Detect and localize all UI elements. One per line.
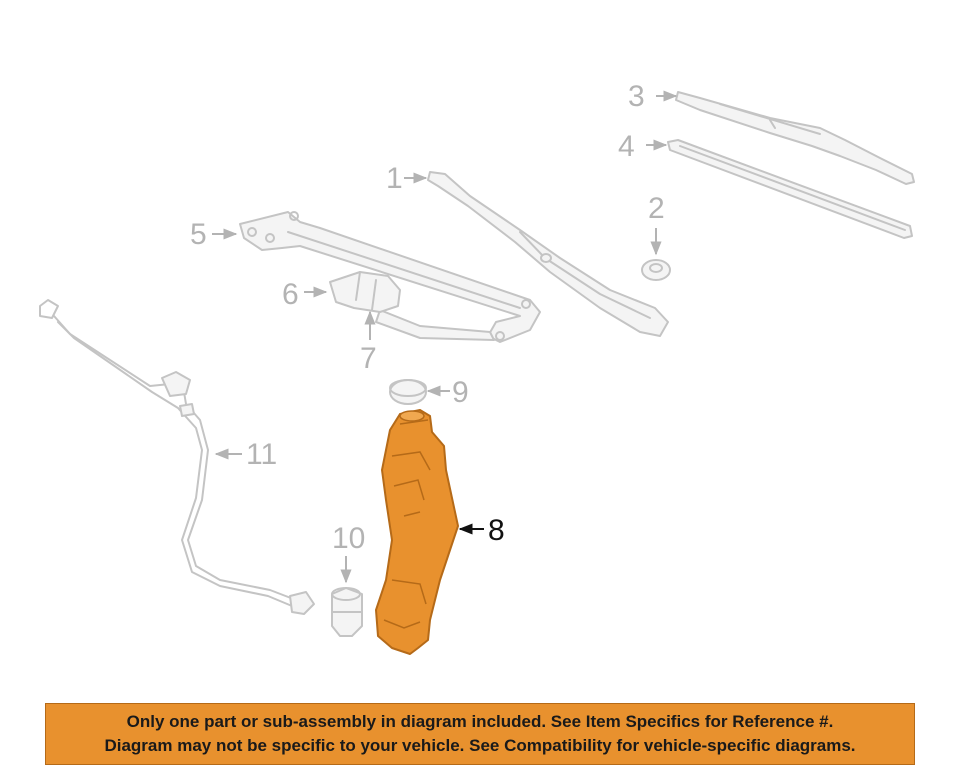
disclaimer-line-1: Only one part or sub-assembly in diagram… bbox=[126, 712, 834, 731]
wiper-refill-part-4: 4 bbox=[618, 130, 913, 239]
callout-6: 6 bbox=[282, 278, 299, 311]
washer-pump-part-10: 10 bbox=[331, 522, 365, 637]
wiper-motor-part-6: 6 bbox=[282, 271, 401, 313]
callout-5: 5 bbox=[190, 218, 207, 251]
callout-7: 7 bbox=[360, 342, 377, 375]
callout-10: 10 bbox=[332, 522, 365, 555]
callout-11: 11 bbox=[246, 438, 277, 471]
reservoir-body bbox=[375, 409, 459, 655]
wiper-arm-part-1: 1 bbox=[386, 162, 669, 337]
parts-diagram: 3 4 2 1 5 6 bbox=[39, 80, 915, 655]
motor-bolt-part-7: 7 bbox=[360, 310, 377, 375]
callout-9: 9 bbox=[452, 376, 469, 409]
callout-2: 2 bbox=[648, 192, 665, 225]
wiper-blade-part-3: 3 bbox=[628, 80, 915, 185]
callout-4: 4 bbox=[618, 130, 635, 163]
callout-3: 3 bbox=[628, 80, 645, 113]
pivot-nut-part-2: 2 bbox=[641, 192, 671, 281]
reservoir-cap-part-9: 9 bbox=[389, 376, 469, 409]
disclaimer-line-2: Diagram may not be specific to your vehi… bbox=[104, 736, 856, 755]
callout-8: 8 bbox=[488, 514, 505, 547]
wiper-linkage-part-5: 5 bbox=[190, 211, 541, 343]
callout-1: 1 bbox=[386, 162, 403, 195]
disclaimer-banner: Only one part or sub-assembly in diagram… bbox=[45, 703, 915, 765]
washer-hose-part-11: 11 bbox=[39, 299, 315, 615]
washer-reservoir-part-8: 8 bbox=[375, 409, 505, 655]
